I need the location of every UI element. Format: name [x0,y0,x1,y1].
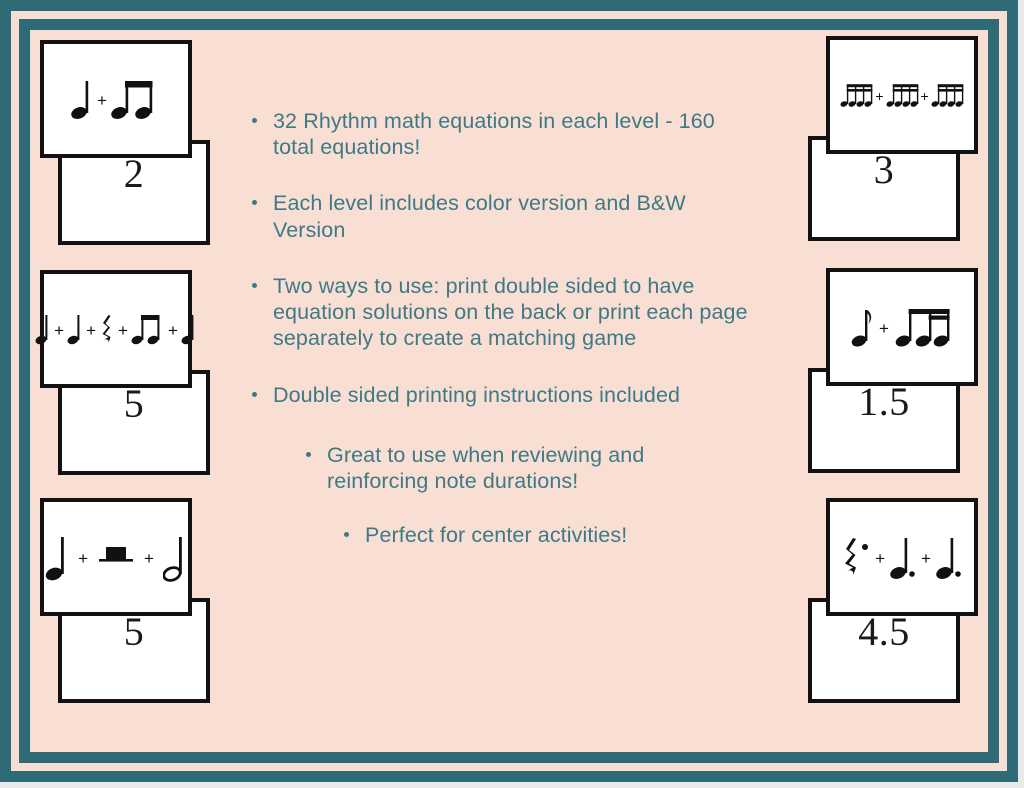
beamed-sixteenth-group-icon [840,79,873,111]
bullet-dot-icon [252,282,257,288]
list-item: Each level includes color version and B&… [252,190,752,242]
bullet-text: 32 Rhythm math equations in each level -… [273,109,715,160]
plus-operator: + [78,548,88,568]
plus-operator: + [86,320,96,340]
equation-5: + [830,303,974,351]
bullet-dot-icon [252,391,257,397]
plus-operator: + [920,88,929,104]
plus-operator: + [875,548,885,568]
equation-card-5: + [826,268,978,386]
equation-card-1: + [40,40,192,158]
card-pair-6: + + 4.5 [808,498,996,703]
beamed-sixteenth-group-icon [931,79,964,111]
card-pair-3: + + 5 [40,498,228,703]
bullet-dot-icon [306,451,311,457]
bullet-dot-icon [344,532,349,538]
beamed-eighth-two-sixteenths-icon [895,303,953,351]
quarter-note-icon [181,310,197,348]
plus-operator: + [167,320,178,340]
plus-operator: + [921,548,931,568]
equation-card-3: + + [40,498,192,616]
equation-card-6: + + [826,498,978,616]
quarter-note-icon [35,310,51,348]
whole-rest-icon [97,529,135,585]
quarter-note-icon [67,310,83,348]
list-item: Two ways to use: print double sided to h… [252,273,752,352]
equation-4: + + [830,79,974,111]
plus-operator: + [54,320,65,340]
equation-3: + + [44,529,188,585]
answer-value-5: 1.5 [858,379,910,424]
card-pair-2: + + + [35,270,228,475]
answer-value-6: 4.5 [858,609,910,654]
bullet-text: Great to use when reviewing and reinforc… [327,442,645,493]
equation-6: + + [830,530,974,584]
bullet-dot-icon [252,200,257,206]
bullet-text: Two ways to use: print double sided to h… [273,273,748,351]
plus-operator: + [118,320,128,340]
card-pair-1: + 2 [40,40,228,245]
list-item: Perfect for center activities! [344,522,724,548]
feature-bullet-list: 32 Rhythm math equations in each level -… [252,108,752,578]
answer-value-3: 5 [123,609,145,654]
answer-value-2: 5 [123,381,145,426]
plus-operator: + [879,318,889,338]
list-item: Great to use when reviewing and reinforc… [306,442,726,494]
dotted-quarter-note-icon [935,530,963,584]
equation-1: + [44,75,188,123]
beamed-sixteenth-group-icon [886,79,919,111]
card-pair-4: + + [808,36,996,241]
half-note-icon [162,529,187,585]
frame-pink-gap: + 2 [11,11,1007,771]
answer-value-1: 2 [123,151,145,196]
bullet-text: Each level includes color version and B&… [273,191,686,242]
bullet-dot-icon [252,118,257,123]
poster-canvas: + 2 [30,30,988,752]
equation-card-2: + + + [35,270,194,388]
card-pair-5: + 1.5 [808,268,996,473]
plus-operator: + [875,88,884,104]
eighth-note-icon [851,303,873,351]
frame-inner-teal: + 2 [19,19,999,763]
equation-2: + + + [35,310,194,348]
quarter-note-icon [45,529,69,585]
bullet-text: Double sided printing instructions inclu… [273,382,681,407]
list-item: 32 Rhythm math equations in each level -… [252,108,752,160]
dotted-quarter-rest-icon [841,530,871,584]
bullet-text: Perfect for center activities! [365,523,628,548]
equation-card-4: + + [826,36,978,154]
quarter-note-icon [70,75,94,123]
beamed-eighth-pair-icon [110,75,162,123]
plus-operator: + [97,90,107,110]
answer-value-4: 3 [873,147,895,192]
beamed-eighth-pair-icon [131,310,165,348]
dotted-quarter-note-icon [889,530,917,584]
list-item: Double sided printing instructions inclu… [252,382,752,408]
plus-operator: + [144,548,154,568]
quarter-rest-icon [99,310,115,348]
